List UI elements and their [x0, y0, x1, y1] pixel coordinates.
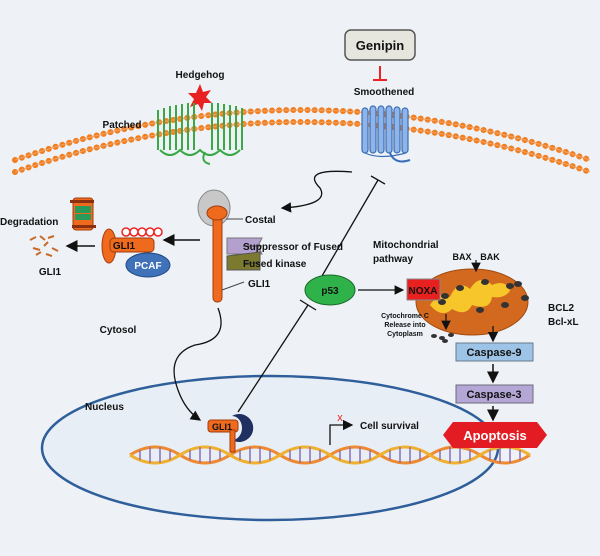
bak-label: BAK — [480, 252, 500, 262]
cytosol-label: Cytosol — [100, 325, 137, 336]
costal-label: Costal — [245, 215, 276, 226]
p53-node — [304, 274, 356, 306]
hedgehog-star-icon — [188, 84, 212, 111]
noxa-label: NOXA — [409, 286, 438, 297]
fused-kinase-label: Fused kinase — [243, 259, 307, 270]
caspase9-box — [455, 342, 534, 362]
pathway-label: pathway — [373, 254, 413, 265]
genipin-label: Genipin — [356, 38, 404, 53]
pcaf-label: PCAF — [134, 261, 161, 272]
apoptosis-label: Apoptosis — [463, 428, 527, 443]
transcription-arrow — [329, 419, 354, 445]
patched-label: Patched — [103, 120, 142, 131]
genipin-inhibition — [373, 66, 387, 81]
suppressor-of-fused-label: Suppressor of Fused — [243, 242, 343, 253]
costal-complex — [197, 189, 263, 303]
nucleus-label: Nucleus — [85, 402, 124, 413]
patched-receptor — [157, 103, 243, 165]
cytoplasm-label: Cytoplasm — [387, 331, 423, 338]
bclxl-label: Bcl-xL — [548, 317, 579, 328]
genipin-box: Genipin — [344, 29, 416, 61]
dna-helix — [129, 445, 531, 465]
release-into-label: Release into — [384, 322, 425, 329]
gli1-on-dna: GLI1 — [207, 414, 254, 453]
arrow-gli1-to-nucleus — [173, 307, 222, 421]
bax-label: BAX — [452, 252, 471, 262]
blocked-x-icon: x — [337, 412, 343, 424]
cell-survival-label: Cell survival — [360, 421, 419, 432]
gli1-cytosol-label: GLI1 — [248, 279, 271, 290]
caspase9-label: Caspase-9 — [466, 347, 521, 359]
ubiquitin-chain — [121, 227, 163, 237]
p53-label: p53 — [321, 286, 339, 297]
gli1-fragments-icon — [29, 235, 59, 257]
mitochondrion — [415, 268, 529, 336]
gli1-fragments-label: GLI1 — [39, 267, 62, 278]
caspase3-box — [455, 384, 534, 404]
nucleus — [40, 374, 500, 522]
gli1-pcaf-complex: GLI1 PCAF — [101, 227, 171, 278]
gli1-dna-label: GLI1 — [212, 422, 232, 432]
smoothened-label: Smoothened — [354, 87, 415, 98]
cytochrome-c-dots — [431, 333, 454, 343]
cell-membrane — [12, 107, 593, 175]
activation-arrow-smo-to-complex — [280, 170, 353, 213]
proteasome-icon — [70, 197, 96, 231]
noxa-box — [406, 278, 441, 301]
apoptosis-hexagon — [443, 422, 547, 448]
inhibition-p53-to-smoothened — [321, 175, 386, 277]
smoothened-receptor — [361, 105, 411, 163]
hedgehog-label: Hedgehog — [176, 70, 225, 81]
cytochrome-c-label: Cytochrome C — [381, 313, 429, 320]
inhibition-gli1-to-p53 — [237, 299, 317, 413]
caspase3-label: Caspase-3 — [466, 389, 521, 401]
degradation-label: Degradation — [0, 217, 58, 228]
gli1-complex-label: GLI1 — [113, 241, 136, 252]
mitochondrial-label: Mitochondrial — [373, 240, 439, 251]
bcl2-label: BCL2 — [548, 303, 575, 314]
